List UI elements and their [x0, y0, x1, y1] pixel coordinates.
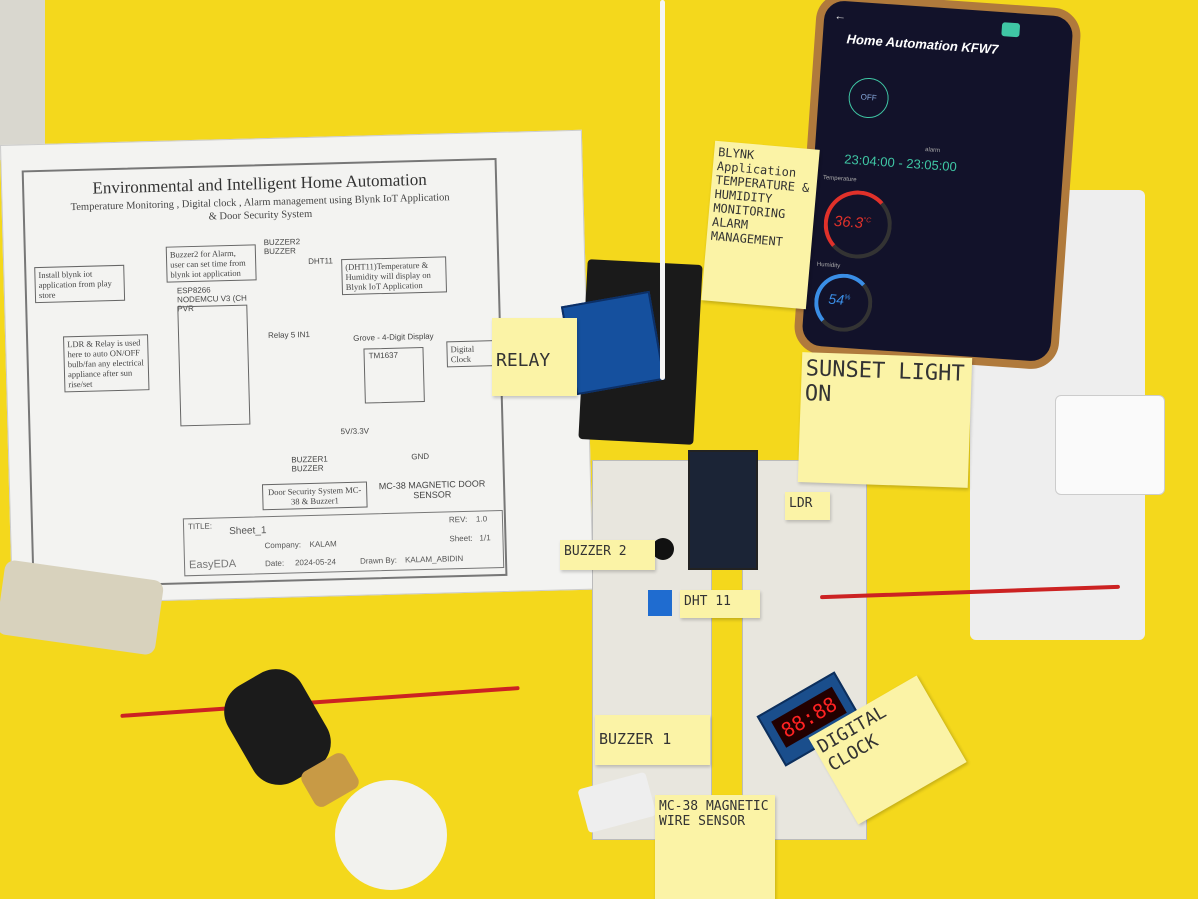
tb-drawn-by: KALAM_ABIDIN [404, 554, 464, 565]
note-ldr: LDR [785, 492, 830, 520]
note-sunset: SUNSET LIGHT ON [797, 352, 973, 488]
title-block: TITLE: Sheet_1 REV: 1.0 Company: KALAM S… [182, 509, 505, 577]
buzzer2-note: Buzzer2 for Alarm, user can set time fro… [165, 244, 257, 283]
tb-title-label: TITLE: [187, 521, 213, 532]
charger-adapter [1055, 395, 1165, 495]
note-mc38: MC-38 MAGNETIC WIRE SENSOR [655, 795, 775, 899]
relay-label: Relay 5 IN1 [267, 329, 310, 341]
alarm-label: alarm [924, 147, 941, 155]
gnd-label: GND [411, 451, 430, 462]
note-blynk: BLYNK Application TEMPERATURE & HUMIDITY… [701, 140, 820, 310]
easyeda-logo: EasyEDA [188, 557, 237, 572]
tb-date: 2024-05-24 [294, 557, 337, 568]
tb-sheet-label: Sheet: [449, 533, 473, 544]
back-arrow-icon[interactable]: ← [833, 8, 847, 24]
light-bulb [335, 780, 447, 890]
tb-rev-label: REV: [448, 514, 468, 525]
tb-rev: 1.0 [475, 514, 488, 524]
dht-label: DHT11 [308, 256, 334, 266]
app-title: Home Automation KFW7 [846, 31, 999, 57]
background-wall [0, 0, 45, 160]
tm1637-symbol: TM1637 [363, 346, 425, 404]
temperature-unit: °C [863, 216, 872, 225]
humidity-label: Humidity [816, 261, 841, 270]
tb-date-label: Date: [264, 558, 285, 569]
humidity-value: 54% [828, 291, 851, 308]
note-relay: RELAY [492, 318, 577, 396]
tb-sheet: 1/1 [479, 533, 491, 543]
buzzer2 [652, 538, 674, 560]
schematic-frame: Environmental and Intelligent Home Autom… [21, 158, 508, 589]
tb-company-label: Company: [264, 540, 302, 551]
humidity-unit: % [843, 294, 851, 302]
humidity-number: 54 [827, 290, 845, 308]
buzzer2-label: BUZZER2 BUZZER [263, 237, 301, 257]
ldr-note: LDR & Relay is used here to auto ON/OFF … [63, 334, 150, 393]
vcc-label: 5V/3.3V [340, 426, 370, 437]
mc38-label: MC-38 MAGNETIC DOOR SENSOR [378, 478, 486, 501]
tm-label: TM1637 [368, 350, 399, 361]
dht-note: (DHT11)Temperature & Humidity will displ… [341, 256, 448, 296]
red-wire [120, 686, 520, 718]
door-note: Door Security System MC-38 & Buzzer1 [261, 481, 368, 511]
switch-button[interactable]: OFF [847, 76, 890, 120]
smartphone: Home Automation KFW7 ← OFF alarm 23:04:0… [792, 0, 1083, 371]
tb-drawn-label: Drawn By: [359, 555, 398, 566]
buzzer1-label: BUZZER1 BUZZER [291, 454, 328, 474]
clock-module-label: Grove - 4-Digit Display [353, 331, 434, 343]
tb-title: Sheet_1 [229, 525, 267, 538]
edit-button[interactable] [1001, 22, 1021, 38]
note-dht11: DHT 11 [680, 590, 760, 618]
install-note: Install blynk iot application from play … [34, 264, 126, 304]
alarm-range: 23:04:00 - 23:05:00 [843, 151, 958, 175]
note-buzzer1: BUZZER 1 [595, 715, 710, 765]
dht11-sensor [648, 590, 672, 616]
mcu-symbol [177, 304, 251, 427]
temperature-label: Temperature [822, 175, 857, 184]
temperature-number: 36.3 [833, 212, 864, 232]
white-cable [660, 0, 665, 380]
nodemcu-board [688, 450, 758, 570]
tb-company: KALAM [309, 539, 337, 550]
note-buzzer2: BUZZER 2 [560, 540, 655, 570]
temperature-value: 36.3°C [833, 213, 871, 233]
